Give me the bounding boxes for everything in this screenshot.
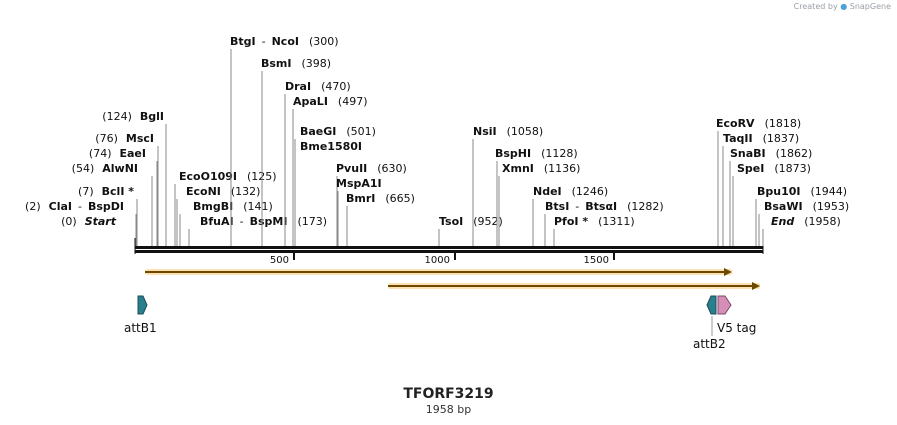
site-label[interactable]: (2)ClaI-BspDI <box>25 200 124 213</box>
orf-2-arrowhead <box>752 282 760 290</box>
backbone-bottom <box>135 250 763 253</box>
site-label[interactable]: (54)AlwNI <box>72 162 138 175</box>
site-label[interactable]: BaeGI(501) <box>300 125 376 138</box>
orf-1-arrowhead <box>724 268 732 276</box>
site-label[interactable]: EcoNI(132) <box>186 185 260 198</box>
site-label[interactable]: XmnI(1136) <box>502 162 580 175</box>
v5-tag-feature[interactable] <box>717 295 732 315</box>
site-label[interactable]: BtsI-BtsαI(1282) <box>545 200 664 213</box>
credit-prefix: Created by <box>793 2 838 11</box>
v5-tag-label: V5 tag <box>717 321 756 335</box>
site-label[interactable]: BspHI(1128) <box>495 147 578 160</box>
snapgene-credit: Created by ● SnapGene <box>794 2 891 11</box>
site-label[interactable]: BmrI(665) <box>346 192 415 205</box>
site-label[interactable]: BsaWI(1953) <box>764 200 849 213</box>
site-label[interactable]: BmgBI(141) <box>193 200 273 213</box>
site-label[interactable]: (74)EaeI <box>89 147 146 160</box>
plasmid-length: 1958 bp <box>425 403 472 416</box>
snapgene-logo-icon: ● <box>840 2 848 11</box>
site-label[interactable]: TaqII(1837) <box>723 132 799 145</box>
site-label[interactable]: BtgI-NcoI(300) <box>230 35 339 48</box>
ruler-tick-label: 500 <box>270 255 289 266</box>
site-label[interactable]: PvuII(630) <box>336 162 407 175</box>
site-label[interactable]: BfuAI-BspMI(173) <box>200 215 327 228</box>
attB2-feature[interactable] <box>706 295 717 315</box>
site-label[interactable]: ApaLI(497) <box>293 95 368 108</box>
site-label[interactable]: (124)BglI <box>102 110 164 123</box>
site-label[interactable]: TsoI(952) <box>439 215 503 228</box>
ruler-tick-label: 1500 <box>584 255 609 266</box>
site-label[interactable]: BsmI(398) <box>261 57 331 70</box>
site-label[interactable]: (0)Start <box>61 215 117 228</box>
attB2-label: attB2 <box>693 337 726 351</box>
site-label[interactable]: NsiI(1058) <box>473 125 543 138</box>
site-label[interactable]: EcoRV(1818) <box>716 117 801 130</box>
site-label[interactable]: Bpu10I(1944) <box>757 185 847 198</box>
ruler-tick-label: 1000 <box>425 255 450 266</box>
site-label[interactable]: SnaBI(1862) <box>730 147 812 160</box>
site-label[interactable]: SpeI(1873) <box>737 162 811 175</box>
site-label[interactable]: PfoI *(1311) <box>554 215 635 228</box>
credit-brand: SnapGene <box>849 2 891 11</box>
site-label-extra: Bme1580I <box>300 140 362 153</box>
site-label[interactable]: DraI(470) <box>285 80 351 93</box>
backbone-top <box>135 246 763 249</box>
site-label[interactable]: End(1958) <box>771 215 841 228</box>
site-label[interactable]: MspA1I <box>336 177 382 190</box>
plasmid-name: TFORF3219 <box>403 386 494 402</box>
site-label[interactable]: (7)BclI * <box>78 185 134 198</box>
attB1-feature[interactable] <box>137 295 148 315</box>
attB1-label: attB1 <box>124 321 157 335</box>
site-label[interactable]: (76)MscI <box>95 132 154 145</box>
site-label[interactable]: NdeI(1246) <box>533 185 608 198</box>
